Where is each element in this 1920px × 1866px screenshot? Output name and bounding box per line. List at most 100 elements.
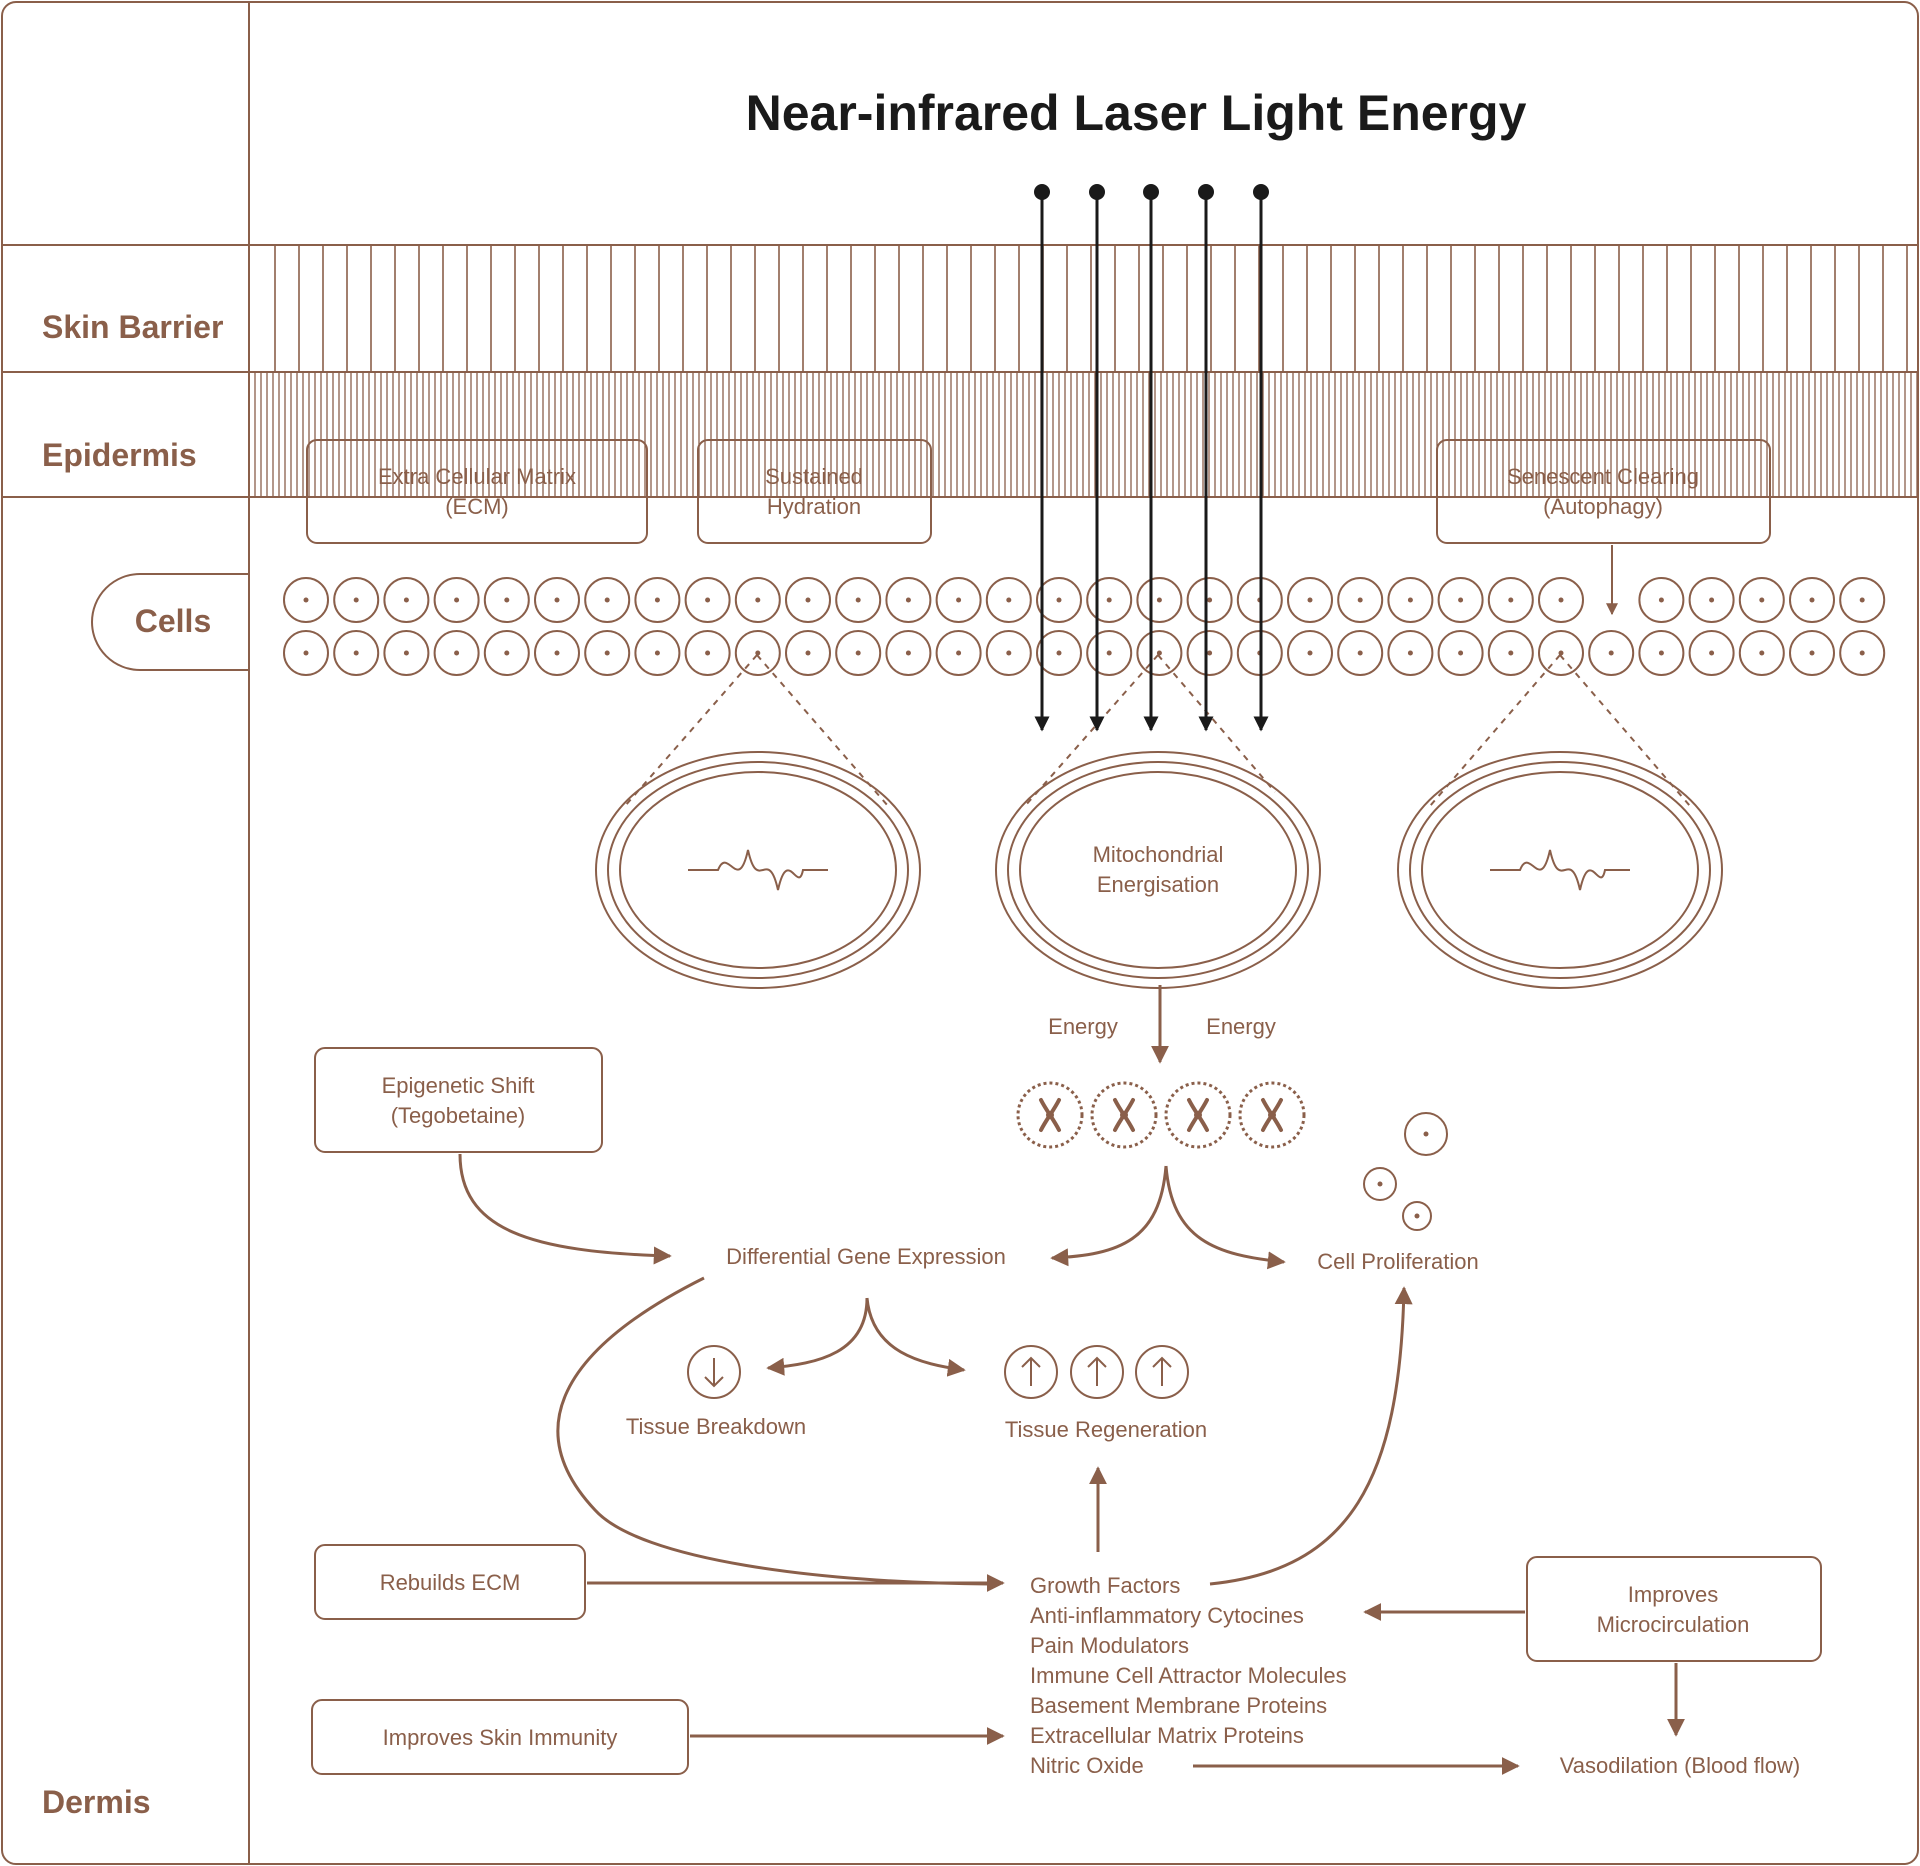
cell-icon: [1086, 577, 1133, 623]
cell-icon: [935, 577, 982, 623]
factor-item: Nitric Oxide: [1030, 1753, 1144, 1778]
factor-item: Anti-inflammatory Cytocines: [1030, 1603, 1304, 1628]
cell-icon: [1638, 630, 1685, 676]
cell-icon: [985, 577, 1032, 623]
cell-icon: [885, 630, 932, 676]
cell-icon: [1136, 630, 1183, 676]
cell-icon: [483, 577, 530, 623]
cell-icon: [483, 630, 530, 676]
cell-icon: [1839, 577, 1886, 623]
cell-icon: [383, 630, 430, 676]
cell-icon: [534, 577, 580, 623]
cell-proliferation-label: Cell Proliferation: [1317, 1249, 1478, 1274]
zoom-cell-right: [1397, 751, 1723, 989]
cell-icon: [1387, 630, 1434, 676]
cell-icon: [1487, 630, 1534, 676]
cell-icon: [1789, 577, 1835, 623]
cell-icon: [1337, 577, 1384, 623]
cell-icon: [1136, 577, 1183, 623]
svg-text:Senescent Clearing: Senescent Clearing: [1507, 464, 1699, 489]
epigenetic-box: Epigenetic Shift (Tegobetaine): [314, 1047, 603, 1153]
svg-text:Epigenetic Shift: Epigenetic Shift: [382, 1073, 535, 1098]
cell-icon: [433, 577, 480, 623]
cell-icon: [1186, 630, 1233, 676]
cell-icon: [785, 577, 831, 623]
cell-icon: [684, 630, 731, 676]
cell-icon: [1588, 630, 1635, 676]
cell-icon: [985, 630, 1032, 676]
cell-icon: [835, 630, 882, 676]
cell-icon: [835, 577, 882, 623]
chromosome-icon: [1016, 1081, 1306, 1149]
factor-item: Pain Modulators: [1030, 1633, 1189, 1658]
tissue-regeneration-label: Tissue Regeneration: [1005, 1417, 1207, 1442]
factor-item: Immune Cell Attractor Molecules: [1030, 1663, 1347, 1688]
arrow-down-circle-icon: [687, 1345, 741, 1399]
svg-text:Hydration: Hydration: [767, 494, 861, 519]
factor-item: Growth Factors: [1030, 1573, 1180, 1598]
cell-icon: [1538, 577, 1584, 623]
layer-label-skin-barrier: Skin Barrier: [42, 309, 223, 345]
layer-label-cells: Cells: [135, 603, 211, 639]
cell-icon: [1638, 577, 1685, 623]
cell-icon: [935, 630, 982, 676]
factor-list: Growth Factors Anti-inflammatory Cytocin…: [1030, 1573, 1347, 1778]
cell-grid: [283, 577, 1886, 676]
cell-icon: [333, 577, 380, 623]
rebuilds-ecm-box: Rebuilds ECM: [314, 1544, 586, 1620]
skin-barrier-band: [274, 245, 1908, 372]
cell-icon: [785, 630, 831, 676]
cell-icon: [885, 577, 932, 623]
factor-item: Basement Membrane Proteins: [1030, 1693, 1327, 1718]
cell-icon: [1437, 577, 1484, 623]
cell-icon: [433, 630, 480, 676]
laser-beams: [1034, 184, 1269, 732]
hydration-box: Sustained Hydration: [697, 439, 932, 544]
mitochondria-label-1: Mitochondrial: [1093, 842, 1224, 867]
cell-icon: [1287, 577, 1333, 623]
factor-item: Extracellular Matrix Proteins: [1030, 1723, 1304, 1748]
arrow-up-circle-icon: [1004, 1345, 1189, 1399]
cell-icon: [1387, 577, 1434, 623]
cell-icon: [1688, 577, 1735, 623]
cell-icon: [1688, 630, 1735, 676]
vasodilation-label: Vasodilation (Blood flow): [1560, 1753, 1801, 1778]
cells-tab: [91, 573, 249, 671]
cell-icon: [283, 630, 329, 676]
cell-icon: [584, 630, 631, 676]
cell-icon: [534, 630, 580, 676]
gene-expression-label: Differential Gene Expression: [726, 1244, 1006, 1269]
mitochondria-cell: [995, 751, 1321, 989]
cell-icon: [684, 577, 731, 623]
senescent-box: Senescent Clearing (Autophagy): [1436, 439, 1771, 544]
ecm-box: Extra Cellular Matrix (ECM): [306, 439, 648, 544]
svg-text:Rebuilds ECM: Rebuilds ECM: [380, 1570, 521, 1595]
cell-icon: [734, 577, 781, 623]
svg-text:(ECM): (ECM): [445, 494, 509, 519]
tissue-breakdown-label: Tissue Breakdown: [626, 1414, 806, 1439]
cell-icon: [283, 577, 329, 623]
svg-text:Microcirculation: Microcirculation: [1597, 1612, 1750, 1637]
cell-icon: [1789, 630, 1835, 676]
cell-icon: [1839, 630, 1886, 676]
cell-icon: [584, 577, 631, 623]
cell-icon: [634, 630, 681, 676]
layer-label-epidermis: Epidermis: [42, 437, 197, 473]
cell-icon: [734, 630, 781, 676]
cell-icon: [1363, 1112, 1448, 1231]
energy-label-right: Energy: [1206, 1014, 1276, 1039]
layer-label-dermis: Dermis: [42, 1784, 151, 1820]
svg-text:(Tegobetaine): (Tegobetaine): [391, 1103, 526, 1128]
svg-text:Improves Skin Immunity: Improves Skin Immunity: [383, 1725, 618, 1750]
cell-icon: [1287, 630, 1333, 676]
cell-icon: [1538, 630, 1584, 676]
skin-immunity-box: Improves Skin Immunity: [311, 1699, 689, 1775]
cell-icon: [1337, 630, 1384, 676]
svg-text:Sustained: Sustained: [765, 464, 863, 489]
cell-icon: [1186, 577, 1233, 623]
svg-text:Extra Cellular Matrix: Extra Cellular Matrix: [378, 464, 576, 489]
cell-icon: [1487, 577, 1534, 623]
epidermis-band: [254, 372, 1918, 497]
